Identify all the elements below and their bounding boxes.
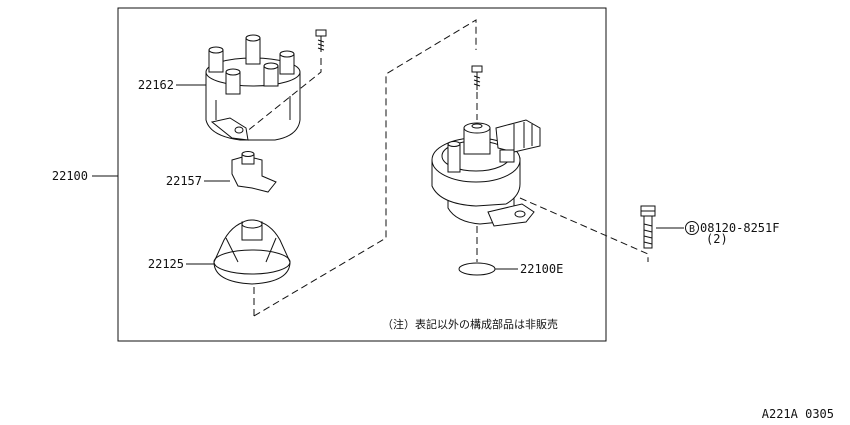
bolt-marker-circle <box>685 221 699 235</box>
rotor-part-number: 22157 <box>166 174 202 188</box>
assembly-label: 22100 <box>52 169 88 183</box>
bolt-marker: B <box>689 224 695 235</box>
cap-part-number: 22162 <box>138 78 174 92</box>
oring-part-number: 22100E <box>520 262 563 276</box>
parts-note: （注）表記以外の構成部品は非販売 <box>382 317 558 331</box>
cap-screw[interactable] <box>315 29 327 52</box>
figure-code: A221A 0305 <box>762 407 834 421</box>
assembly-frame <box>117 7 607 342</box>
bolt-part-number: 08120-8251F <box>700 221 779 235</box>
distributor-body[interactable] <box>431 119 541 227</box>
o-ring[interactable] <box>458 262 496 276</box>
dust-cover[interactable] <box>213 219 291 285</box>
bolt-quantity: (2) <box>706 232 728 246</box>
bolt-guide <box>519 197 649 262</box>
mounting-bolt[interactable] <box>640 205 656 249</box>
cap-screw-guide <box>245 58 322 133</box>
assembly-guide <box>253 19 477 317</box>
cover-part-number: 22125 <box>148 257 184 271</box>
body-screw[interactable] <box>471 65 483 90</box>
rotor[interactable] <box>231 151 277 193</box>
distributor-cap[interactable] <box>205 34 301 141</box>
